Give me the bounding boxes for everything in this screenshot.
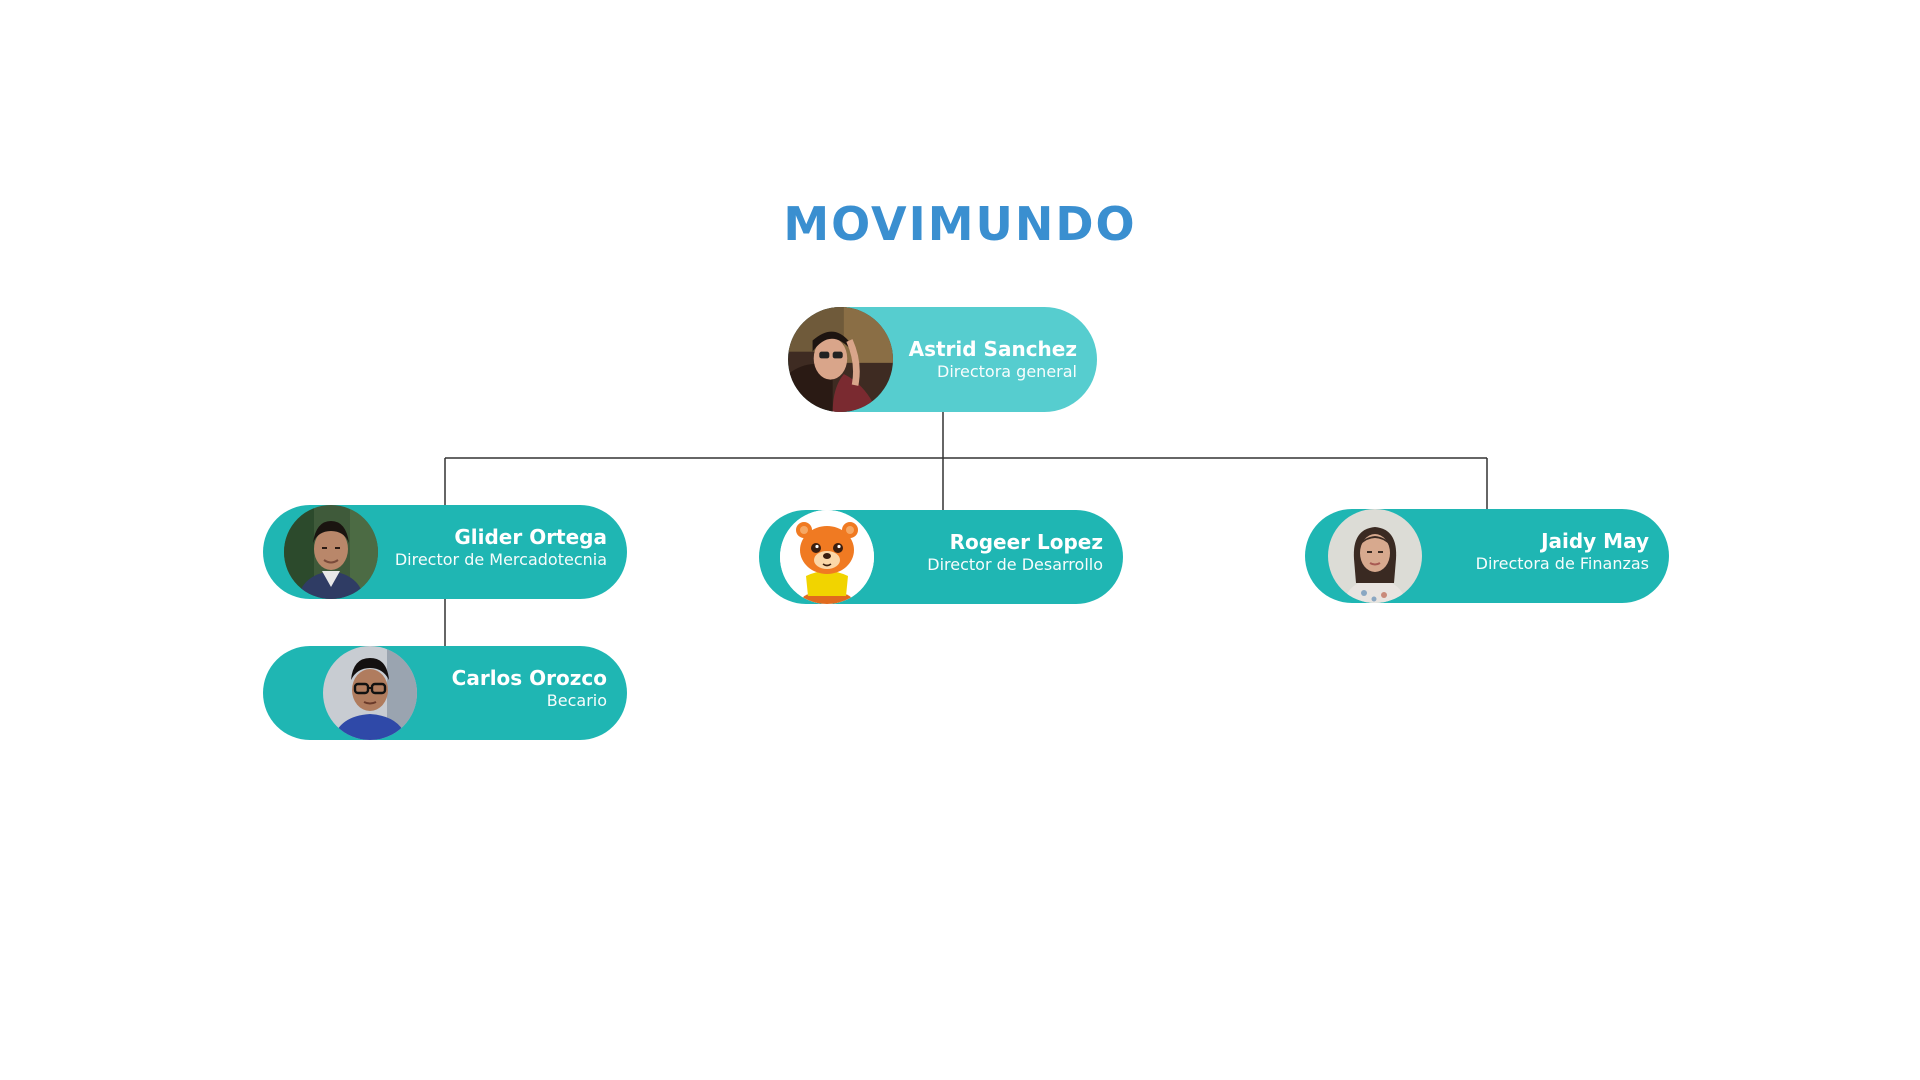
node-name: Rogeer Lopez: [949, 530, 1103, 554]
org-node-rogeer-lopez[interactable]: Rogeer Lopez Director de Desarrollo: [759, 510, 1123, 604]
avatar: [1328, 509, 1422, 603]
node-role: Director de Desarrollo: [927, 555, 1103, 574]
avatar: [323, 646, 417, 740]
avatar: [788, 307, 893, 412]
person-photo-icon: [323, 646, 417, 740]
bear-cartoon-icon: [780, 510, 874, 604]
node-name: Jaidy May: [1541, 529, 1649, 553]
node-role: Directora general: [937, 362, 1077, 381]
avatar: [780, 510, 874, 604]
node-name: Astrid Sanchez: [908, 337, 1077, 361]
node-role: Director de Mercadotecnia: [394, 550, 607, 569]
person-photo-icon: [1328, 509, 1422, 603]
org-node-astrid-sanchez[interactable]: Astrid Sanchez Directora general: [788, 307, 1097, 412]
org-node-glider-ortega[interactable]: Glider Ortega Director de Mercadotecnia: [263, 505, 627, 599]
node-role: Becario: [546, 691, 607, 710]
person-photo-icon: [284, 505, 378, 599]
avatar: [284, 505, 378, 599]
node-text: Astrid Sanchez Directora general: [909, 337, 1077, 382]
org-node-carlos-orozco[interactable]: Carlos Orozco Becario: [263, 646, 627, 740]
node-name: Glider Ortega: [454, 525, 607, 549]
node-text: Jaidy May Directora de Finanzas: [1476, 529, 1649, 574]
person-photo-icon: [788, 307, 893, 412]
node-text: Carlos Orozco Becario: [452, 666, 607, 711]
node-name: Carlos Orozco: [451, 666, 607, 690]
node-role: Directora de Finanzas: [1475, 554, 1649, 573]
chart-title: MOVIMUNDO: [783, 197, 1137, 251]
node-text: Rogeer Lopez Director de Desarrollo: [927, 530, 1103, 575]
org-node-jaidy-may[interactable]: Jaidy May Directora de Finanzas: [1305, 509, 1669, 603]
node-text: Glider Ortega Director de Mercadotecnia: [395, 525, 607, 570]
